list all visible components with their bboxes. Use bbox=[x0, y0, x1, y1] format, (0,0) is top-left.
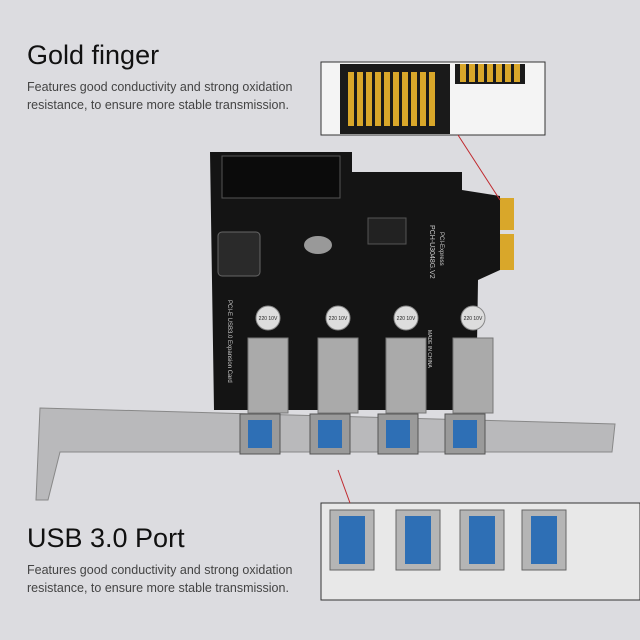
capacitor bbox=[325, 305, 351, 331]
capacitor bbox=[393, 305, 419, 331]
usb-port-housing bbox=[385, 337, 427, 414]
gold-finger-description: Features good conductivity and strong ox… bbox=[27, 80, 293, 112]
board-bus-label: PCI-Express bbox=[438, 232, 444, 266]
usb-port-housing bbox=[317, 337, 359, 414]
capacitor-label: 220 10V bbox=[329, 316, 348, 322]
crystal bbox=[304, 236, 332, 254]
usb-port-housing bbox=[247, 337, 289, 414]
gold-finger-contacts bbox=[500, 198, 514, 270]
capacitor-label: 220 10V bbox=[397, 316, 416, 322]
usb-port-insert bbox=[318, 420, 342, 448]
usb-port-insert bbox=[248, 420, 272, 448]
usb-port-housing bbox=[452, 337, 494, 414]
usb-port-title: USB 3.0 Port bbox=[27, 523, 185, 553]
inductor bbox=[217, 231, 261, 277]
usb-port-closeup bbox=[329, 509, 567, 571]
controller-chip bbox=[367, 217, 407, 245]
capacitor bbox=[255, 305, 281, 331]
board-card-label: PCI-E USB3.0 Expansion Card bbox=[226, 300, 232, 383]
callout-line-top bbox=[457, 134, 501, 201]
usb-port-description: Features good conductivity and strong ox… bbox=[27, 563, 293, 595]
sata-power-connector bbox=[221, 155, 341, 199]
board-model-label: PCH-U3048G.V2 bbox=[428, 225, 435, 279]
capacitor-label: 220 10V bbox=[259, 316, 278, 322]
capacitor-label: 220 10V bbox=[464, 316, 483, 322]
usb-port-insert bbox=[453, 420, 477, 448]
gold-finger-closeup bbox=[340, 64, 525, 134]
capacitor bbox=[460, 305, 486, 331]
callout-line-bottom bbox=[337, 469, 351, 504]
board-origin-label: MADE IN CHINA bbox=[426, 330, 432, 368]
gold-finger-title: Gold finger bbox=[27, 40, 160, 70]
usb-port-insert bbox=[386, 420, 410, 448]
